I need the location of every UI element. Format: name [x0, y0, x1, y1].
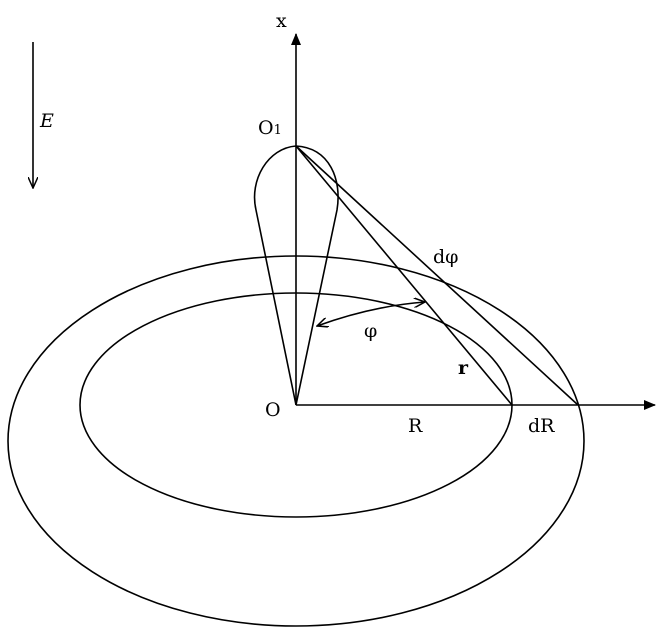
line-o1-to-r — [295, 145, 513, 406]
distance-label: r — [458, 357, 469, 379]
x-axis-label: x — [276, 10, 287, 32]
top-point-label: O1 — [258, 117, 282, 139]
field-label: E — [39, 110, 54, 132]
angle-arc — [317, 302, 425, 326]
radius-increment-label: dR — [528, 415, 555, 437]
line-o1-to-dr — [295, 145, 579, 406]
angle-label: φ — [364, 320, 377, 342]
origin-label: O — [265, 399, 281, 421]
radius-label: R — [408, 415, 423, 437]
angle-increment-label: dφ — [433, 246, 458, 268]
